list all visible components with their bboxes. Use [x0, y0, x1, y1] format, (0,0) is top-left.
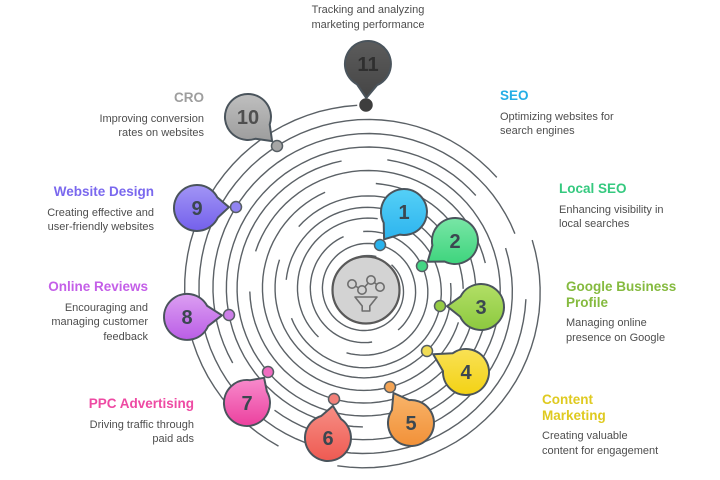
- node-balloon-6: 6: [304, 404, 352, 462]
- label-analytics-note-desc: Tracking and analyzing marketing perform…: [311, 4, 425, 31]
- node-dot-2: [415, 259, 429, 273]
- node-balloon-9: 9: [173, 183, 230, 232]
- label-content-marketing-title: Content Marketing: [542, 392, 606, 423]
- node-balloon-4: 4: [432, 348, 490, 396]
- label-website-design-desc: Creating effective and user-friendly web…: [47, 206, 154, 234]
- label-cro: CRO Improving conversion rates on websit…: [34, 90, 204, 141]
- balloon-number-3: 3: [475, 297, 486, 319]
- label-local-seo: Local SEO Enhancing visibility in local …: [559, 181, 699, 232]
- node-dot-8: [222, 308, 236, 322]
- label-content-marketing: Content Marketing Creating valuable cont…: [542, 392, 707, 459]
- label-analytics-note: Tracking and analyzing marketing perform…: [296, 3, 440, 33]
- label-ppc-advertising-title: PPC Advertising: [88, 396, 194, 411]
- node-dot-7: [261, 365, 275, 379]
- label-ppc-advertising: PPC Advertising Driving traffic through …: [14, 396, 194, 447]
- label-seo-title: SEO: [500, 88, 529, 103]
- node-balloon-10: 10: [223, 92, 274, 143]
- node-dot-3: [433, 299, 447, 313]
- label-google-business-profile-title: Google Business Profile: [566, 279, 677, 310]
- node-balloon-5: 5: [387, 392, 435, 447]
- node-dot-1: [373, 238, 387, 252]
- funnel-analytics-icon: [331, 255, 401, 325]
- label-seo: SEO Optimizing websites for search engin…: [500, 88, 635, 139]
- node-balloon-8: 8: [163, 292, 223, 341]
- balloon-number-9: 9: [191, 198, 202, 220]
- label-online-reviews: Online Reviews Encouraging and managing …: [8, 279, 148, 345]
- balloon-number-10: 10: [237, 107, 259, 129]
- label-online-reviews-title: Online Reviews: [48, 279, 148, 294]
- balloon-number-11: 11: [357, 54, 378, 76]
- node-balloon-2: 2: [426, 216, 479, 265]
- label-cro-title: CRO: [174, 90, 204, 105]
- node-dot-5: [383, 380, 397, 394]
- label-online-reviews-desc: Encouraging and managing customer feedba…: [51, 301, 148, 344]
- label-google-business-profile: Google Business Profile Managing online …: [566, 279, 696, 346]
- label-google-business-profile-desc: Managing online presence on Google: [566, 317, 666, 344]
- balloon-number-6: 6: [322, 428, 333, 450]
- label-content-marketing-desc: Creating valuable content for engagement: [542, 430, 659, 457]
- label-local-seo-title: Local SEO: [559, 181, 627, 196]
- label-ppc-advertising-desc: Driving traffic through paid ads: [89, 418, 194, 446]
- label-website-design-title: Website Design: [53, 184, 154, 199]
- balloon-number-5: 5: [405, 413, 416, 435]
- node-balloon-7: 7: [222, 376, 271, 427]
- node-balloon-11: 11: [343, 40, 392, 99]
- balloon-number-4: 4: [460, 362, 472, 384]
- node-dot-11: [359, 98, 373, 112]
- balloon-number-2: 2: [449, 231, 460, 253]
- balloon-number-7: 7: [241, 393, 252, 415]
- balloon-number-8: 8: [181, 307, 192, 329]
- node-balloon-3: 3: [446, 283, 505, 331]
- node-dot-6: [327, 392, 341, 406]
- label-cro-desc: Improving conversion rates on websites: [99, 112, 204, 140]
- label-local-seo-desc: Enhancing visibility in local searches: [559, 203, 664, 231]
- label-website-design: Website Design Creating effective and us…: [4, 184, 154, 235]
- node-dot-4: [420, 344, 434, 358]
- label-seo-desc: Optimizing websites for search engines: [500, 110, 614, 138]
- balloon-number-1: 1: [398, 202, 409, 224]
- node-balloon-1: 1: [379, 187, 428, 241]
- node-dot-10: [270, 139, 284, 153]
- node-dot-9: [229, 200, 243, 214]
